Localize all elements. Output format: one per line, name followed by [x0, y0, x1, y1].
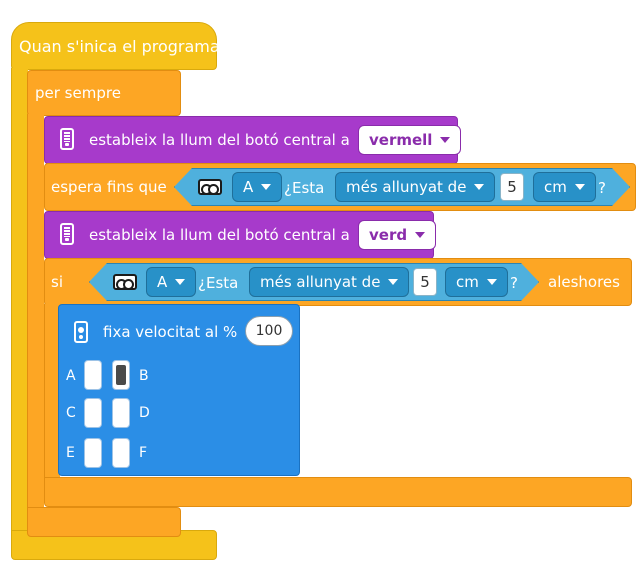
- set-center-light-block[interactable]: estableix la llum del botó central a ver…: [44, 211, 437, 259]
- unit-dropdown[interactable]: cm: [445, 267, 508, 297]
- forever-loop-block[interactable]: [27, 70, 181, 116]
- program-start-block-arm: [11, 68, 28, 534]
- question-mark: ?: [598, 179, 606, 197]
- wait-until-block[interactable]: espera fins que A ¿Esta més allunyat de …: [44, 163, 636, 211]
- distance-sensor-condition[interactable]: A ¿Esta més allunyat de 5 cm ?: [174, 168, 630, 206]
- question-mark: ?: [510, 274, 518, 292]
- set-speed-label: fixa velocitat al %: [103, 323, 238, 341]
- speed-value-input[interactable]: 100: [245, 316, 293, 346]
- port-label-d: D: [139, 405, 150, 421]
- unit-value: cm: [544, 177, 567, 196]
- comparison-value: més allunyat de: [260, 272, 381, 291]
- light-color-dropdown[interactable]: vermell: [358, 125, 462, 155]
- chevron-down-icon: [388, 279, 398, 285]
- port-label-f: F: [139, 445, 148, 461]
- then-label: aleshores: [548, 273, 620, 291]
- distance-value-input[interactable]: 5: [413, 268, 437, 296]
- port-b-toggle[interactable]: [112, 360, 130, 390]
- set-center-light-block[interactable]: estableix la llum del botó central a ver…: [44, 116, 462, 164]
- light-color-dropdown[interactable]: verd: [358, 220, 437, 250]
- chevron-down-icon: [175, 279, 185, 285]
- sensor-port-value: A: [243, 177, 254, 196]
- program-start-label: Quan s'inica el programa: [19, 37, 220, 56]
- forever-loop-arm: [27, 114, 44, 510]
- port-c-toggle[interactable]: [84, 398, 102, 428]
- comparison-dropdown[interactable]: més allunyat de: [335, 172, 495, 202]
- sensor-port-value: A: [157, 272, 168, 291]
- forever-loop-footer: [27, 507, 181, 537]
- chevron-down-icon: [474, 184, 484, 190]
- sensor-question-prefix: ¿Esta: [284, 179, 325, 197]
- set-motor-speed-block[interactable]: fixa velocitat al % 100 A B C D E F: [58, 304, 300, 476]
- distance-sensor-icon: [198, 179, 222, 195]
- hub-light-icon: [60, 223, 74, 245]
- port-f-toggle[interactable]: [112, 438, 130, 468]
- if-then-block[interactable]: si A ¿Esta més allunyat de 5 cm ? alesho…: [44, 258, 632, 306]
- if-label: si: [51, 273, 63, 291]
- chevron-down-icon: [575, 184, 585, 190]
- sensor-question-prefix: ¿Esta: [198, 274, 239, 292]
- unit-dropdown[interactable]: cm: [533, 172, 596, 202]
- port-label-e: E: [66, 445, 75, 461]
- chevron-down-icon: [261, 184, 271, 190]
- forever-loop-label: per sempre: [35, 84, 121, 102]
- distance-value-input[interactable]: 5: [500, 173, 524, 201]
- hub-light-icon: [60, 128, 74, 150]
- light-color-value: vermell: [369, 130, 433, 149]
- set-center-light-label: estableix la llum del botó central a: [89, 226, 350, 244]
- chevron-down-icon: [487, 279, 497, 285]
- distance-sensor-condition[interactable]: A ¿Esta més allunyat de 5 cm ?: [89, 263, 539, 301]
- port-d-toggle[interactable]: [112, 398, 130, 428]
- port-e-toggle[interactable]: [84, 438, 102, 468]
- port-label-a: A: [66, 368, 76, 384]
- sensor-port-dropdown[interactable]: A: [232, 172, 282, 202]
- unit-value: cm: [456, 272, 479, 291]
- distance-sensor-icon: [113, 274, 137, 290]
- comparison-dropdown[interactable]: més allunyat de: [249, 267, 409, 297]
- if-then-block-footer: [44, 477, 632, 507]
- motor-icon: [74, 321, 88, 343]
- chevron-down-icon: [415, 232, 426, 238]
- port-a-toggle[interactable]: [84, 360, 102, 390]
- wait-until-label: espera fins que: [51, 178, 167, 196]
- set-center-light-label: estableix la llum del botó central a: [89, 131, 350, 149]
- port-label-b: B: [139, 368, 149, 384]
- port-label-c: C: [66, 405, 76, 421]
- light-color-value: verd: [369, 225, 408, 244]
- chevron-down-icon: [440, 137, 451, 143]
- sensor-port-dropdown[interactable]: A: [146, 267, 196, 297]
- program-start-block[interactable]: [11, 22, 217, 70]
- if-then-block-arm: [44, 304, 60, 480]
- comparison-value: més allunyat de: [346, 177, 467, 196]
